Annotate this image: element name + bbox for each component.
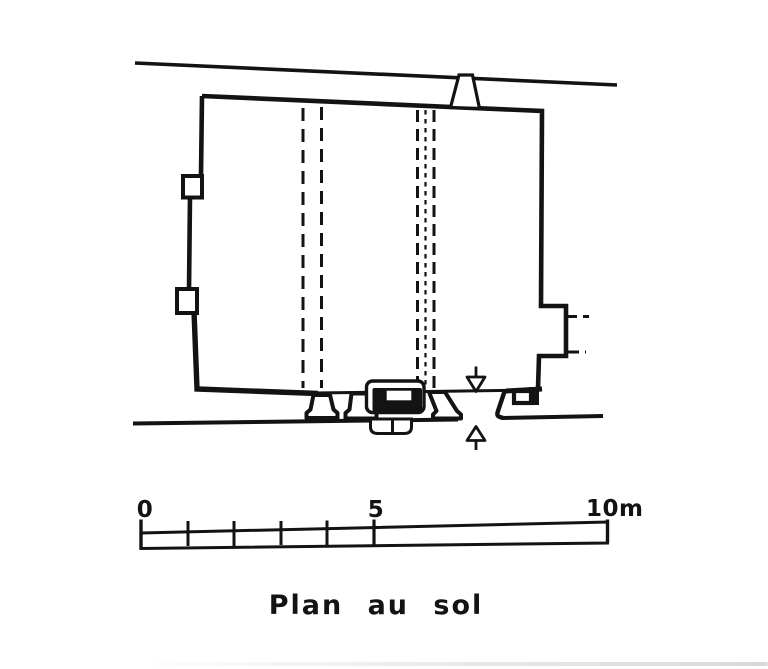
building-outline [201, 93, 569, 390]
arrow-head-down-icon [465, 375, 487, 393]
left-pilaster-upper [181, 174, 204, 200]
scale-label-10m: 10m [586, 496, 643, 522]
left-wall-mid [186, 195, 193, 291]
entrance-reveal-right [495, 389, 508, 421]
interior-dashed-lines [301, 107, 436, 389]
corner-block [529, 387, 539, 405]
left-wall-lower-and-bottom-wall [191, 310, 319, 397]
entrance-jamb-left [427, 390, 463, 421]
left-wall-upper [198, 95, 205, 177]
left-pilaster-lower [175, 287, 199, 315]
porch-window [384, 388, 414, 403]
top-buttress [448, 73, 482, 111]
scale-label-0: 0 [137, 497, 154, 523]
door-jamb-left [304, 393, 340, 420]
scale-label-5: 5 [368, 497, 385, 523]
corner-notch [511, 388, 534, 406]
scale-bar: 0 5 10m [137, 496, 643, 551]
ground-line-right [501, 414, 604, 420]
entrance-axis-arrow-bottom [465, 425, 487, 450]
page-edge-shadow [130, 662, 768, 666]
figure-title: Plan au sol [269, 590, 484, 621]
arrow-head-up-icon [465, 425, 487, 442]
entrance-axis-arrow-top [465, 366, 487, 393]
site-boundary-line-top [134, 61, 618, 87]
